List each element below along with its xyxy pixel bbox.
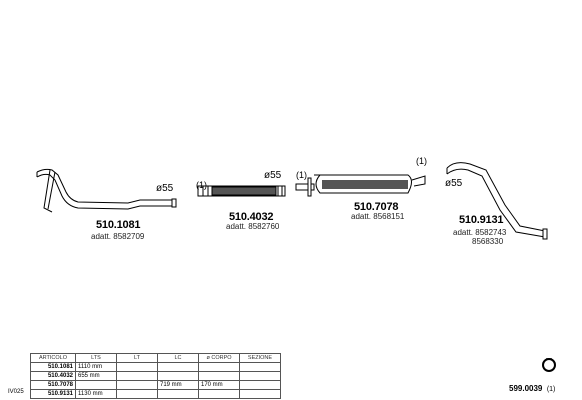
footer-clamp-ref: 599.0039 (1) xyxy=(509,378,555,396)
part-510-1081-drawing xyxy=(36,168,177,213)
cell-lt xyxy=(116,362,158,372)
cell-lt xyxy=(116,389,158,399)
table-row: 510.1081 1110 mm xyxy=(30,362,281,372)
part-1-diameter: ø55 xyxy=(156,183,174,194)
cell-lts: 1130 mm xyxy=(75,389,117,399)
cell-corpo xyxy=(198,362,240,372)
part-2-diameter: ø55 xyxy=(264,170,282,181)
cell-lts: 655 mm xyxy=(75,371,117,381)
part-510-7078-drawing xyxy=(295,174,426,197)
cell-articolo: 510.4032 xyxy=(30,371,76,381)
header-lc: LC xyxy=(157,353,199,363)
table-row: 510.4032 655 mm xyxy=(30,371,281,381)
cell-articolo: 510.7078 xyxy=(30,380,76,390)
cell-sezione xyxy=(239,380,281,390)
part-4-diameter: ø55 xyxy=(445,178,463,189)
cell-lts: 1110 mm xyxy=(75,362,117,372)
header-articolo: ARTICOLO xyxy=(30,353,76,363)
cell-corpo xyxy=(198,389,240,399)
footer-code: 599.0039 xyxy=(509,384,543,393)
part-1-code: 510.1081 xyxy=(96,219,141,231)
table-row: 510.7078 719 mm 170 mm xyxy=(30,380,281,390)
part-4-adatt-1: adatt. 8582743 xyxy=(453,228,507,237)
part-3-code: 510.7078 xyxy=(354,201,399,213)
spec-table: ARTICOLO LTS LT LC ø CORPO SEZIONE 510.1… xyxy=(30,353,281,399)
part-3-mark-right: (1) xyxy=(416,156,427,166)
part-1-adatt: adatt. 8582709 xyxy=(91,232,145,241)
cell-sezione xyxy=(239,362,281,372)
header-lts: LTS xyxy=(75,353,117,363)
footer-ref: (1) xyxy=(546,386,556,393)
cell-lts xyxy=(75,380,117,390)
vehicle-code: IV025 xyxy=(8,389,24,395)
part-510-4032-drawing xyxy=(197,185,286,197)
part-2-code: 510.4032 xyxy=(229,211,274,223)
part-3-adatt: adatt. 8568151 xyxy=(351,212,405,221)
cell-lt xyxy=(116,371,158,381)
part-510-9131-drawing xyxy=(446,162,548,240)
table-row: 510.9131 1130 mm xyxy=(30,389,281,399)
header-lt: LT xyxy=(116,353,158,363)
cell-lt xyxy=(116,380,158,390)
spec-table-header: ARTICOLO LTS LT LC ø CORPO SEZIONE xyxy=(30,353,281,363)
cell-lc xyxy=(157,389,199,399)
cell-articolo: 510.1081 xyxy=(30,362,76,372)
header-corpo: ø CORPO xyxy=(198,353,240,363)
cell-sezione xyxy=(239,371,281,381)
part-4-adatt-2: 8568330 xyxy=(472,237,504,246)
header-sezione: SEZIONE xyxy=(239,353,281,363)
cell-lc xyxy=(157,362,199,372)
cell-corpo xyxy=(198,371,240,381)
cell-sezione xyxy=(239,389,281,399)
clamp-icon xyxy=(542,358,556,372)
part-2-mark: (1) xyxy=(196,180,207,190)
cell-articolo: 510.9131 xyxy=(30,389,76,399)
part-2-adatt: adatt. 8582760 xyxy=(226,222,280,231)
part-3-mark-left: (1) xyxy=(296,170,307,180)
cell-corpo: 170 mm xyxy=(198,380,240,390)
cell-lc xyxy=(157,371,199,381)
cell-lc: 719 mm xyxy=(157,380,199,390)
part-4-code: 510.9131 xyxy=(459,214,504,226)
